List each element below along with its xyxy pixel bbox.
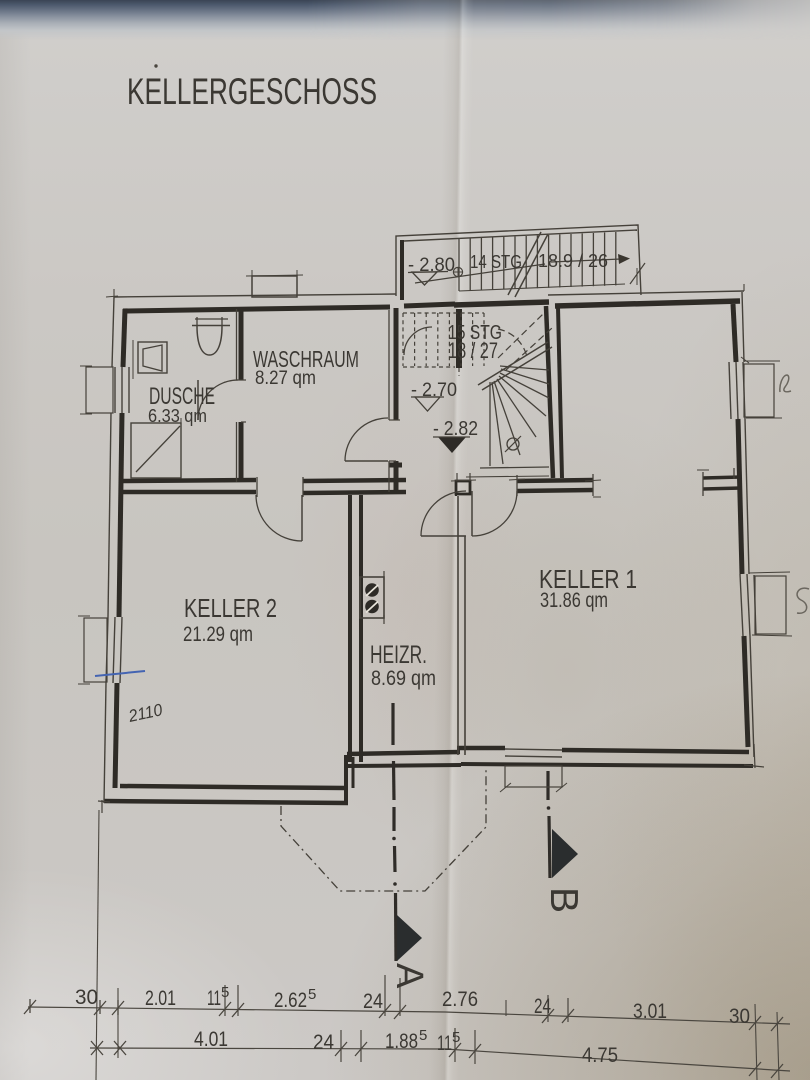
svg-text:5: 5 <box>221 984 229 1001</box>
svg-text:24: 24 <box>363 990 383 1013</box>
svg-text:30: 30 <box>729 1005 750 1028</box>
svg-text:- 2.80: - 2.80 <box>408 255 455 276</box>
svg-text:5: 5 <box>308 986 316 1003</box>
svg-text:14 STG: 14 STG <box>470 252 522 272</box>
svg-text:KELLERGESCHOSS: KELLERGESCHOSS <box>127 71 377 112</box>
svg-text:21.29 qm: 21.29 qm <box>183 622 253 646</box>
svg-text:HEIZR.: HEIZR. <box>370 641 427 669</box>
svg-text:18.9 / 26: 18.9 / 26 <box>538 251 608 271</box>
svg-text:2.62: 2.62 <box>274 989 307 1012</box>
svg-text:KELLER 2: KELLER 2 <box>184 593 277 623</box>
svg-text:3.01: 3.01 <box>633 1000 667 1023</box>
svg-text:5: 5 <box>452 1029 460 1046</box>
svg-text:6.33 qm: 6.33 qm <box>148 405 207 426</box>
svg-text:DUSCHE: DUSCHE <box>149 383 215 410</box>
svg-text:B: B <box>542 887 585 913</box>
svg-text:31.86 qm: 31.86 qm <box>540 588 608 612</box>
svg-text:A: A <box>388 963 430 989</box>
svg-text:4.75: 4.75 <box>582 1044 618 1067</box>
svg-text:2110: 2110 <box>126 700 165 726</box>
svg-text:24: 24 <box>534 995 551 1018</box>
svg-text:- 2.70: - 2.70 <box>411 380 457 401</box>
svg-text:KELLER 1: KELLER 1 <box>539 564 637 594</box>
svg-text:- 2.82: - 2.82 <box>433 418 478 440</box>
svg-text:WASCHRAUM: WASCHRAUM <box>253 346 359 372</box>
svg-text:15 STG: 15 STG <box>448 322 502 344</box>
svg-text:18 / 27: 18 / 27 <box>448 338 498 363</box>
svg-text:11: 11 <box>207 987 221 1010</box>
svg-text:24: 24 <box>313 1031 334 1054</box>
svg-text:5: 5 <box>419 1027 427 1044</box>
svg-text:30: 30 <box>75 986 98 1009</box>
svg-text:2.76: 2.76 <box>442 988 478 1011</box>
svg-text:8.27 qm: 8.27 qm <box>255 368 316 389</box>
svg-text:4.01: 4.01 <box>194 1028 228 1051</box>
svg-text:2.01: 2.01 <box>145 987 176 1010</box>
svg-text:8.69 qm: 8.69 qm <box>371 666 436 690</box>
svg-text:1.88: 1.88 <box>385 1030 418 1053</box>
svg-text:11: 11 <box>437 1032 452 1055</box>
